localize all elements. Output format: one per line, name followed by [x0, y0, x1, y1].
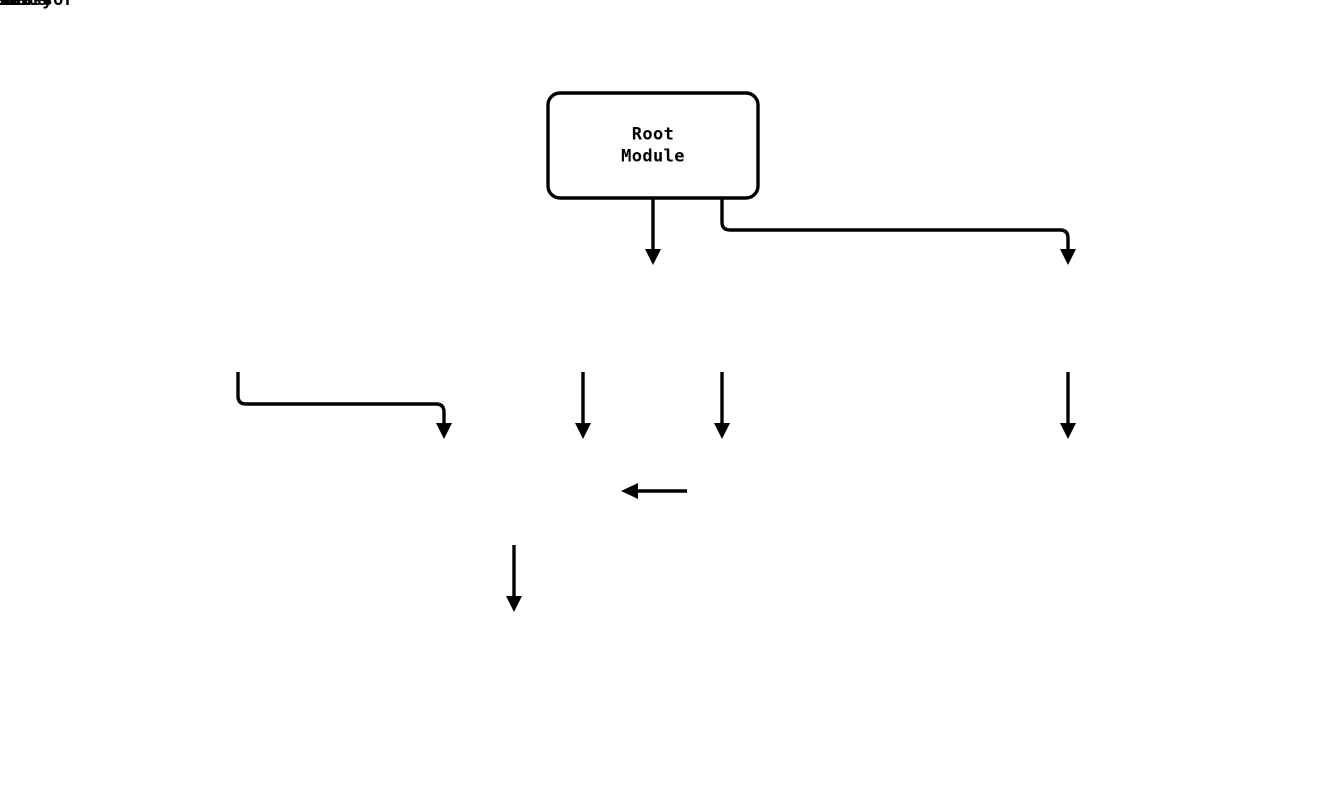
- node-label-line1: Repository: [0, 0, 53, 10]
- arrowhead-icon: [1060, 249, 1076, 265]
- node-label-line2: Module: [0, 0, 32, 10]
- node-queue[interactable]: Queue Module: [0, 0, 32, 10]
- node-label-line1: Core: [0, 0, 21, 10]
- node-label-line2: Module: [0, 0, 32, 10]
- node-label-line1: Queue: [0, 0, 27, 10]
- edge-global-to-repository: [1060, 372, 1076, 439]
- node-core[interactable]: Core Module: [0, 0, 32, 10]
- arrowhead-icon: [1060, 423, 1076, 439]
- node-label-line1: QueueProcessor: [0, 0, 74, 10]
- edge-root-to-server: [645, 198, 661, 265]
- node-label-line2: Module: [0, 0, 32, 10]
- node-endpoints[interactable]: Endpoints Module: [0, 0, 48, 10]
- edge-core-to-queue: [506, 545, 522, 612]
- arrowhead-icon: [621, 483, 638, 499]
- node-layer: Root Module QueueProcessor Module Server…: [0, 0, 760, 200]
- edge-line: [236, 372, 446, 423]
- node-label-line1: Endpoints: [0, 0, 48, 10]
- node-queueprocessor[interactable]: QueueProcessor Module: [0, 0, 74, 10]
- edge-root-to-global: [720, 198, 1076, 265]
- node-root[interactable]: Root Module: [546, 91, 760, 200]
- edge-endpoints-to-core: [621, 483, 687, 499]
- arrowhead-icon: [714, 423, 730, 439]
- node-label-line1: Global: [0, 0, 32, 10]
- edge-server-to-core: [575, 372, 591, 439]
- edge-layer: [236, 198, 1076, 612]
- arrowhead-icon: [436, 423, 452, 439]
- node-label-line1: Root: [632, 125, 675, 145]
- node-label-line2: Module: [0, 0, 32, 10]
- node-box[interactable]: [546, 91, 760, 200]
- node-label-line1: Server: [0, 0, 32, 10]
- node-label-line2: Module: [0, 0, 32, 10]
- node-repository[interactable]: Repository Module: [0, 0, 53, 10]
- node-global[interactable]: Global Module: [0, 0, 32, 10]
- arrowhead-icon: [506, 596, 522, 612]
- edge-queueprocessor-to-core: [236, 372, 452, 439]
- arrowhead-icon: [645, 249, 661, 265]
- edge-line: [720, 198, 1070, 249]
- node-label-line2: Module: [621, 147, 685, 167]
- edge-server-to-endpoints: [714, 372, 730, 439]
- node-label-line2: Module: [0, 0, 32, 10]
- node-server[interactable]: Server Module: [0, 0, 32, 10]
- arrowhead-icon: [575, 423, 591, 439]
- node-label-line2: Module: [0, 0, 32, 10]
